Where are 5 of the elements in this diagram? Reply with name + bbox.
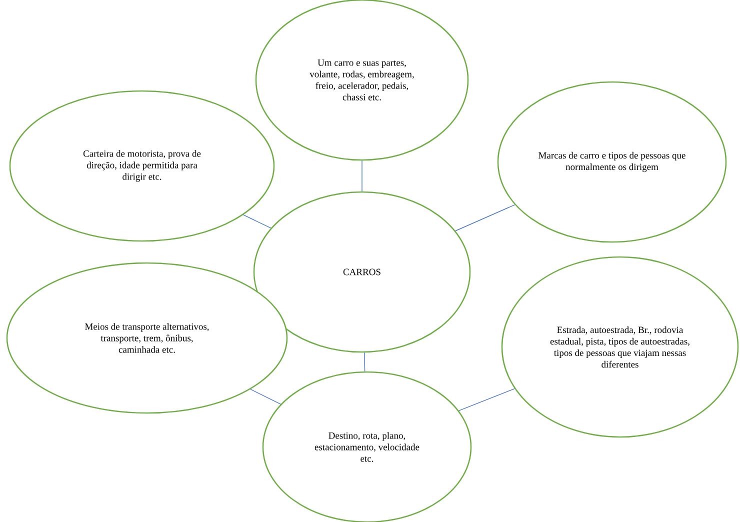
connector-line	[242, 214, 272, 228]
connector-line	[455, 204, 516, 232]
connector-line	[250, 388, 282, 405]
connector-line	[364, 352, 366, 372]
connector-line	[458, 388, 515, 412]
